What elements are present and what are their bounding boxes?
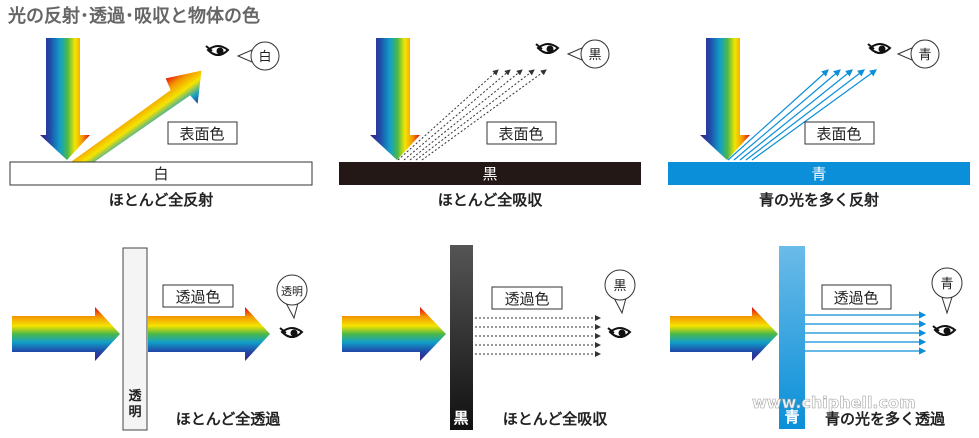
panel-transmission-blue: 青 透過色 青 青の光を多く透過 bbox=[670, 246, 963, 429]
incident-rainbow-arrow-icon bbox=[700, 38, 750, 160]
panel-transmission-transparent: 透明 透過色 透明 ほとんど全透過 bbox=[12, 247, 308, 431]
surface-blue bbox=[779, 246, 805, 429]
incident-rainbow-arrow-icon bbox=[12, 307, 120, 361]
reflected-dotted-lines bbox=[397, 69, 547, 161]
surface-blue bbox=[668, 162, 970, 185]
transmitted-color-label: 透過色 bbox=[175, 288, 220, 306]
surface-label: 青 bbox=[811, 165, 826, 183]
eye-icon bbox=[279, 327, 303, 338]
speech-bubble-icon: 白 bbox=[236, 41, 280, 71]
reflected-rainbow-arrow-icon bbox=[68, 69, 203, 163]
watermark: www.chiphell.com bbox=[752, 393, 916, 412]
caption: ほとんど全透過 bbox=[176, 410, 282, 428]
surface-label-char: 明 bbox=[128, 405, 141, 420]
eye-icon bbox=[535, 43, 559, 54]
incident-rainbow-arrow-icon bbox=[342, 307, 446, 361]
speech-bubble-icon: 青 bbox=[931, 267, 963, 315]
surface-black bbox=[339, 162, 641, 185]
speech-bubble-icon: 黒 bbox=[566, 39, 610, 69]
caption: ほとんど全反射 bbox=[109, 191, 214, 209]
incident-rainbow-arrow-icon bbox=[40, 38, 90, 160]
speech-bubble-icon: 青 bbox=[896, 39, 940, 69]
surface-color-box bbox=[167, 121, 238, 145]
transmitted-blue-lines bbox=[805, 311, 927, 355]
surface-white bbox=[9, 161, 313, 186]
eye-icon bbox=[932, 325, 956, 336]
page-title: 光の反射･透過･吸収と物体の色 bbox=[7, 5, 260, 27]
seen-color: 透明 bbox=[281, 285, 303, 298]
surface-label: 透明 bbox=[128, 389, 141, 420]
surface-color-box bbox=[804, 121, 875, 145]
panel-reflection-white: 白 表面色 白 ほとんど全反射 bbox=[9, 38, 313, 209]
surface-label: 青 bbox=[784, 408, 799, 426]
transmitted-color-box bbox=[162, 284, 234, 308]
surface-color-label: 表面色 bbox=[816, 125, 861, 143]
seen-color: 黒 bbox=[588, 48, 601, 63]
eye-icon bbox=[607, 327, 631, 338]
seen-color: 青 bbox=[940, 277, 953, 292]
panel-reflection-blue: 青 表面色 青 青の光を多く反射 bbox=[668, 38, 970, 209]
transmitted-color-label: 透過色 bbox=[504, 290, 549, 308]
surface-transparent bbox=[122, 247, 148, 431]
surface-black bbox=[450, 245, 473, 430]
surface-color-label: 表面色 bbox=[498, 125, 543, 143]
seen-color: 青 bbox=[918, 48, 931, 63]
surface-color-label: 表面色 bbox=[179, 125, 224, 143]
transmitted-rainbow-arrow-icon bbox=[148, 307, 270, 361]
transmitted-color-label: 透過色 bbox=[833, 289, 878, 307]
eye-icon bbox=[867, 43, 891, 54]
transmitted-color-box bbox=[821, 284, 892, 310]
reflected-blue-lines bbox=[727, 69, 877, 161]
caption: 青の光を多く透過 bbox=[825, 410, 946, 428]
seen-color: 黒 bbox=[613, 279, 626, 294]
surface-label: 黒 bbox=[482, 165, 497, 183]
incident-rainbow-arrow-icon bbox=[670, 307, 778, 361]
caption: ほとんど全吸収 bbox=[503, 410, 609, 428]
panel-reflection-black: 黒 表面色 黒 ほとんど全吸収 bbox=[339, 38, 641, 209]
panel-transmission-black: 黒 透過色 黒 ほとんど全吸収 bbox=[342, 245, 636, 430]
seen-color: 白 bbox=[258, 49, 271, 65]
eye-icon bbox=[205, 45, 229, 56]
surface-label: 白 bbox=[153, 165, 168, 183]
transmitted-color-box bbox=[491, 286, 563, 310]
speech-bubble-icon: 透明 bbox=[276, 274, 308, 320]
transmitted-dotted-lines bbox=[475, 315, 601, 357]
caption: 青の光を多く反射 bbox=[759, 191, 879, 209]
surface-label-char: 透 bbox=[128, 389, 141, 404]
surface-label: 黒 bbox=[453, 409, 468, 427]
caption: ほとんど全吸収 bbox=[438, 191, 544, 209]
surface-color-box bbox=[486, 121, 557, 145]
incident-rainbow-arrow-icon bbox=[370, 38, 420, 160]
speech-bubble-icon: 黒 bbox=[604, 269, 636, 315]
